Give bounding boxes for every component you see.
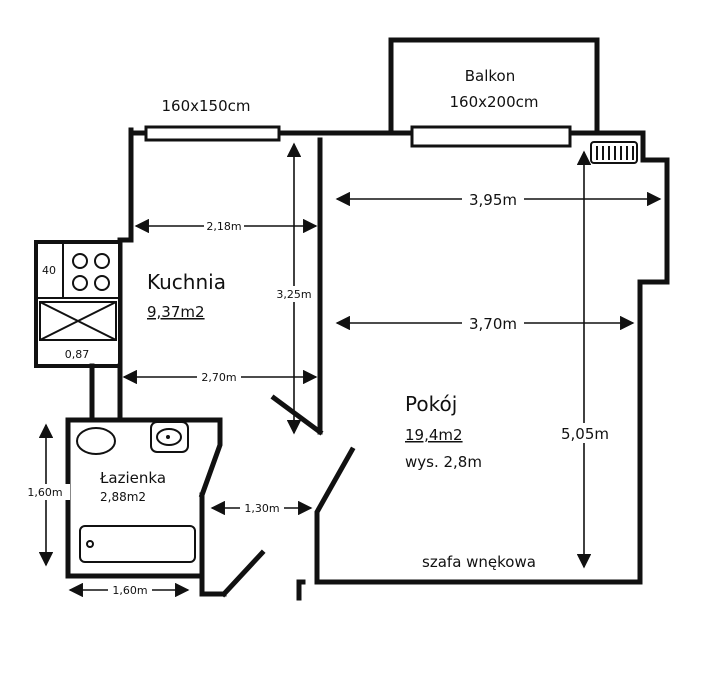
kitchenette: 40 0,87: [36, 242, 120, 361]
room-name: Pokój: [405, 392, 457, 416]
radiator: [590, 141, 638, 164]
dim-bathroom-width: 1,60m: [112, 584, 147, 597]
dim-hall-width: 1,30m: [244, 502, 279, 515]
room-area: 19,4m2: [405, 426, 463, 444]
dim-kitchen-length: 3,25m: [276, 288, 311, 301]
kitchen-name: Kuchnia: [147, 270, 226, 294]
bathroom-name: Łazienka: [99, 469, 166, 487]
cabinet-label: 40: [42, 264, 56, 277]
balcony-name: Balkon: [465, 67, 516, 85]
dim-bathroom-height: 1,60m: [27, 486, 62, 499]
toilet-icon: [76, 427, 116, 455]
dim-kitchen-width-top: 2,18m: [206, 220, 241, 233]
balcony-window: [410, 125, 572, 148]
sink-box: [39, 301, 117, 341]
kitchen-area: 9,37m2: [147, 303, 205, 321]
bathtub-icon: [79, 525, 196, 563]
kitchen-window-label: 160x150cm: [162, 97, 251, 115]
bathroom-fixtures: [76, 421, 196, 563]
dim-room-width-top: 3,95m: [469, 191, 517, 209]
balcony: [388, 37, 600, 136]
washbasin-icon: [150, 421, 189, 453]
dimension-lines: [38, 142, 662, 598]
sink-label: 0,87: [65, 348, 90, 361]
balcony-size: 160x200cm: [450, 93, 539, 111]
kitchen-window: [144, 125, 281, 142]
dim-room-length: 5,05m: [561, 425, 609, 443]
room-height: wys. 2,8m: [405, 453, 482, 471]
stove-icon: [72, 253, 110, 291]
dim-room-width-mid: 3,70m: [469, 315, 517, 333]
bathroom-area: 2,88m2: [100, 490, 146, 504]
wardrobe-label: szafa wnękowa: [422, 553, 536, 571]
dim-kitchen-width-bottom: 2,70m: [201, 371, 236, 384]
